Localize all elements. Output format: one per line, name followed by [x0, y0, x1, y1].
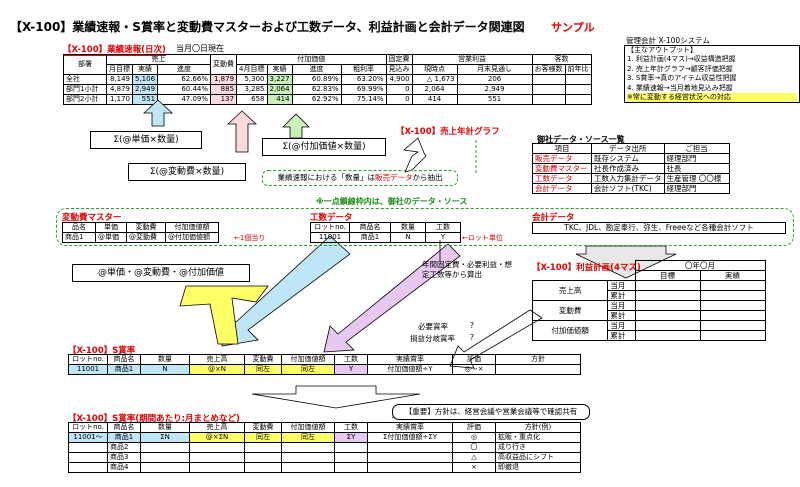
system-heading: 【主なアウトプット】 — [627, 46, 697, 54]
yearly-graph-label: 【X-100】売上年計グラフ — [396, 127, 500, 137]
table-row: 部門2小計 1,170 551 47.09% 137 658 414 62.92… — [63, 94, 592, 105]
data-source-frame — [56, 208, 794, 246]
system-item-4: 4. 業績速報→当月着地見込み把握 — [627, 83, 733, 92]
plan-label: 【X-100】利益計画(4マス) — [532, 263, 641, 273]
plan-table: 〇年〇月 目標実績 売上高当月 累計 変動費当月 累計 付加価値額当月 累計 — [531, 260, 766, 341]
system-note: ※常に変動する経営状況への対応 — [627, 93, 797, 103]
table-row: 商品2 〇成り行き — [68, 442, 581, 453]
system-item-3: 3. S賞率→真のアイテム収益性把握 — [627, 74, 737, 83]
sources-table: 項目 データ出所 ご担当 販売データ既存システム経理部門 変動費マスター社長作成… — [532, 143, 730, 194]
flash-report-date: 当月〇日現在 — [176, 44, 224, 53]
table-row: 変動費マスター社長作成済み社長 — [532, 163, 730, 174]
page-title: 【X-100】業績速報・S賞率と変動費マスターおよび工数データ、利益計画と会計デ… — [10, 20, 525, 34]
varmaster-table: 品名 単価 変動費 付加価値額 商品1 @単価 @変動費 @付加価値額 — [62, 222, 219, 243]
srate-label: 【X-100】S賞率 — [68, 346, 136, 356]
table-row: 商品3 △高収益品にシフト — [68, 452, 581, 463]
sigma-value-box: Σ(@付加価値×数量) — [262, 138, 386, 156]
sigma-sales-box: Σ(@単価×数量) — [90, 131, 202, 149]
table-row: 11001～ 商品1 ΣN @×ΣN 同左 同左 ΣY Σ付加価値額÷ΣY ◎ … — [68, 432, 581, 443]
system-outputs-box: 【主なアウトプット】 1. 利益計画(4マス)→収益構造把握 2. 売上年計グラ… — [624, 45, 800, 104]
system-item-1: 1. 利益計画(4マス)→収益構造把握 — [627, 55, 736, 64]
flash-report-table: 部署 売上 変動費 付加価値 固定費 営業利益 客数 月目標 実績 進度 4月目… — [63, 54, 592, 105]
arrow-up-sales — [142, 99, 174, 127]
table-row: 工数データ工数入力集計データ生産管理 〇〇様 — [532, 173, 730, 184]
break-rate-label: 損益分岐賞率 — [410, 334, 455, 343]
extract-note-box: 業績速報における「数量」は販売データから抽出 — [262, 170, 458, 186]
arrow-down-srate — [251, 385, 421, 409]
acct-box: TKC、JDL、勘定奉行、弥生、Freeeなど各種会計ソフト — [532, 222, 786, 234]
policy-note: 【重要】方針は、経営会議や営業会議等で確認共有 — [392, 404, 590, 420]
unit-values-box: @単価・@変動費・@付加価値 — [72, 264, 250, 282]
calc-note: 年間固定費・必要利益・想定工数等から算出 — [422, 260, 512, 279]
arrow-work-to-srate — [323, 243, 461, 353]
srate-table: ロットno. 商品名 数量 売上高 変動費 付加価値額 工数 実績賞率 評価 方… — [68, 354, 581, 375]
work-table: ロットno. 商品名 数量 工数 11001 商品1 N Y — [310, 222, 461, 243]
sources-title: 御社データ・ソース一覧 — [537, 135, 625, 144]
arrow-up-var — [226, 110, 258, 153]
srate2-table: ロットno. 商品名 数量 売上高 変動費 付加価値額 工数 実績賞率 評価 方… — [68, 422, 581, 473]
varmaster-note: ←1個当り — [234, 234, 266, 242]
arrow-up-value — [282, 113, 310, 139]
varmaster-label: 変動費マスター — [62, 213, 122, 223]
table-row: 11001 商品1 N @×N 同左 同左 Y 付加価値額÷Y ◎～× — [68, 364, 581, 375]
arrow-to-graph — [403, 137, 427, 173]
table-row: 11001 商品1 N Y — [310, 232, 461, 243]
system-item-2: 2. 売上年計グラフ→顧客評価把握 — [627, 64, 733, 73]
table-row: 販売データ既存システム経理部門 — [532, 153, 730, 164]
sigma-var-box: Σ(@変動費×数量) — [128, 163, 246, 181]
srate2-label: 【X-100】S賞率(期間あたり:月まとめなど) — [68, 414, 240, 424]
need-rate-label: 必要賞率 — [418, 322, 448, 331]
arrow-yellow-to-srate — [179, 285, 269, 345]
dash-note: ※一点鎖線枠内は、御社のデータ・ソース — [316, 197, 468, 206]
work-note: ←ロット単位 — [462, 234, 503, 242]
sample-label: サンプル — [551, 21, 595, 34]
table-row: 商品1 @単価 @変動費 @付加価値額 — [62, 232, 219, 243]
need-rate-value: ? — [470, 321, 474, 330]
table-row: 商品4 ×即撤退 — [68, 462, 581, 473]
system-name: 管理会計 X-100システム — [626, 36, 710, 45]
work-label: 工数データ — [310, 213, 353, 223]
acct-label: 会計データ — [532, 213, 575, 223]
break-rate-value: ? — [470, 333, 474, 342]
table-row: 会計データ会計ソフト(TKC)経理部門 — [532, 183, 730, 194]
table-row: 全社 8,149 5,106 62.66% 1,879 5,300 3,227 … — [63, 74, 592, 85]
